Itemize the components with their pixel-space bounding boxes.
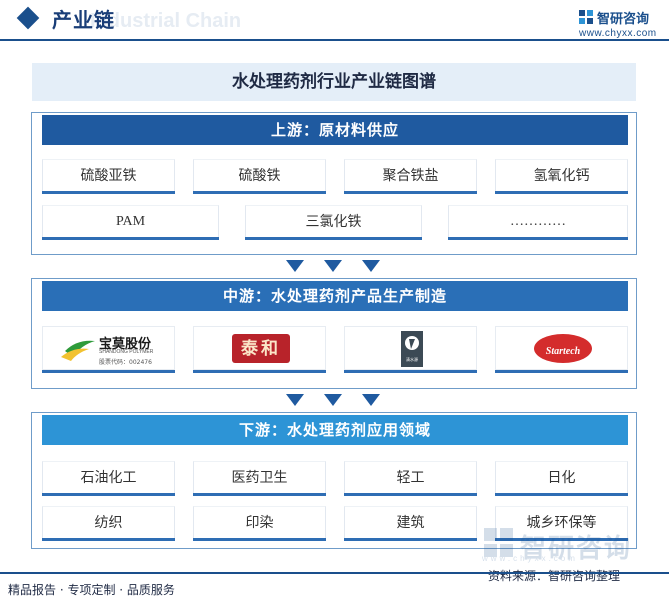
footer-divider [0, 572, 669, 574]
watermark-text: 智研咨询 [520, 534, 633, 564]
arrow-down-icon [286, 394, 304, 406]
footer-slogan: 精品报告 · 专项定制 · 品质服务 [8, 583, 175, 597]
downstream-item: 纺织 [42, 506, 175, 538]
page-header: Industrial Chain 产业链 智研咨询 www.chyxx.com [0, 0, 669, 46]
header-watermark: Industrial Chain [90, 10, 242, 32]
startech-badge: Startech [534, 334, 592, 363]
source-note: 资料来源：智研咨询整理 [488, 569, 621, 583]
upstream-item: 聚合铁盐 [344, 159, 477, 191]
header-divider [0, 39, 669, 41]
brand-name: 智研咨询 [597, 12, 650, 27]
qingshuiyuan-text: 清水源 [406, 357, 418, 362]
baomo-subtitle: SHANDONG POLYMER [99, 349, 154, 355]
upstream-title: 上游：原材料供应 [42, 115, 628, 145]
arrow-down-icon [362, 394, 380, 406]
upstream-item: 氢氧化钙 [495, 159, 628, 191]
midstream-section: 中游：水处理药剂产品生产制造 宝莫股份 SHANDONG POLYMER 股票代… [31, 278, 637, 389]
baomo-logo-icon [61, 340, 95, 361]
arrow-down-icon [324, 260, 342, 272]
company-logo-taihe: 泰和 [193, 326, 326, 370]
upstream-item: 硫酸亚铁 [42, 159, 175, 191]
upstream-item: 硫酸铁 [193, 159, 326, 191]
startech-text: Startech [545, 346, 581, 357]
upstream-section: 上游：原材料供应 硫酸亚铁 硫酸铁 聚合铁盐 氢氧化钙 PAM 三氯化铁 ………… [31, 112, 637, 255]
upstream-item: 三氯化铁 [245, 205, 422, 237]
company-logo-qingshuiyuan: 清水源 [344, 326, 477, 370]
company-logo-startech: Startech [495, 326, 628, 370]
baomo-name: 宝莫股份 [99, 337, 152, 352]
midstream-title: 中游：水处理药剂产品生产制造 [42, 281, 628, 311]
arrow-down-icon [362, 260, 380, 272]
arrow-down-icon [286, 260, 304, 272]
footer-watermark: 智研咨询 www.chyxx.com [480, 528, 660, 564]
downstream-item: 日化 [495, 461, 628, 493]
downstream-item: 建筑 [344, 506, 477, 538]
diagram-title: 水处理药剂行业产业链图谱 [32, 63, 636, 101]
watermark-logo-icon [484, 528, 513, 557]
downstream-item: 石油化工 [42, 461, 175, 493]
brand-url: www.chyxx.com [579, 28, 657, 39]
flow-arrows [286, 394, 386, 408]
downstream-section: 下游：水处理药剂应用领域 石油化工 医药卫生 轻工 日化 纺织 印染 建筑 城乡… [31, 412, 637, 549]
watermark-url: www.chyxx.com [482, 554, 578, 563]
company-logo-baomo: 宝莫股份 SHANDONG POLYMER 股票代码：002476 [42, 326, 175, 370]
upstream-item: PAM [42, 205, 219, 237]
downstream-item: 轻工 [344, 461, 477, 493]
taihe-text: 泰和 [241, 339, 281, 359]
qingshuiyuan-badge: 清水源 [401, 331, 423, 367]
downstream-item: 医药卫生 [193, 461, 326, 493]
taihe-badge: 泰和 [232, 334, 290, 363]
upstream-item: ………… [448, 205, 628, 237]
downstream-title: 下游：水处理药剂应用领域 [42, 415, 628, 445]
brand-block: 智研咨询 www.chyxx.com [579, 8, 661, 39]
arrow-down-icon [324, 394, 342, 406]
downstream-item: 印染 [193, 506, 326, 538]
brand-logo-icon [579, 10, 593, 24]
header-title: 产业链 [52, 8, 115, 32]
downstream-item: 城乡环保等 [495, 506, 628, 538]
water-drop-icon [405, 336, 419, 350]
flow-arrows [286, 260, 386, 274]
diamond-icon [16, 6, 40, 30]
baomo-stock-code: 股票代码：002476 [99, 359, 152, 366]
